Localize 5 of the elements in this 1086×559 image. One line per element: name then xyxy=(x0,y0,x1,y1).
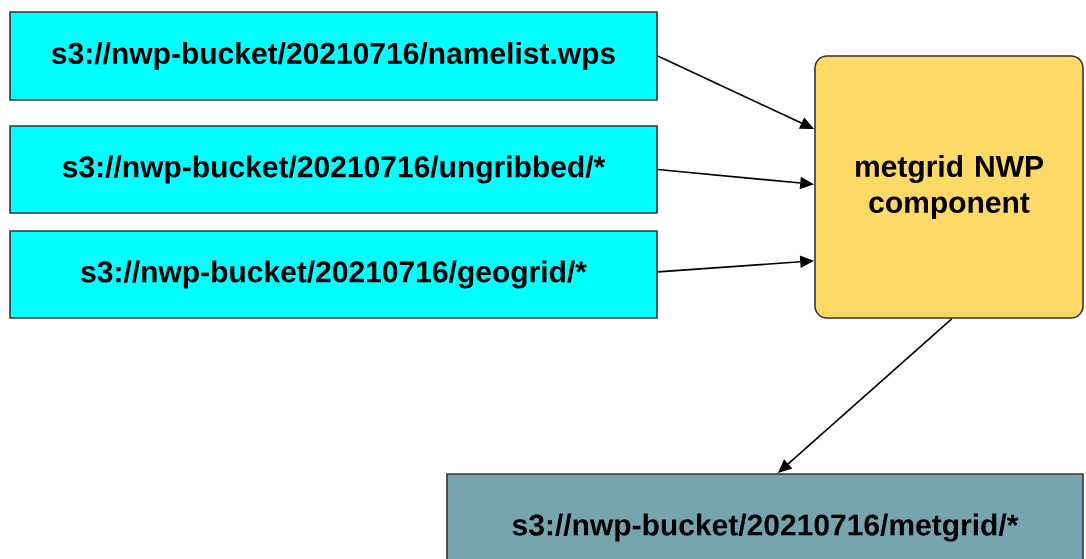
process-box: metgrid NWP component xyxy=(814,55,1084,319)
file-box: s3://nwp-bucket/20210716/ungribbed/* xyxy=(9,125,658,214)
file-box: s3://nwp-bucket/20210716/namelist.wps xyxy=(9,11,658,101)
file-box: s3://nwp-bucket/20210716/metgrid/* xyxy=(446,473,1084,559)
file-box: s3://nwp-bucket/20210716/geogrid/* xyxy=(9,230,658,319)
